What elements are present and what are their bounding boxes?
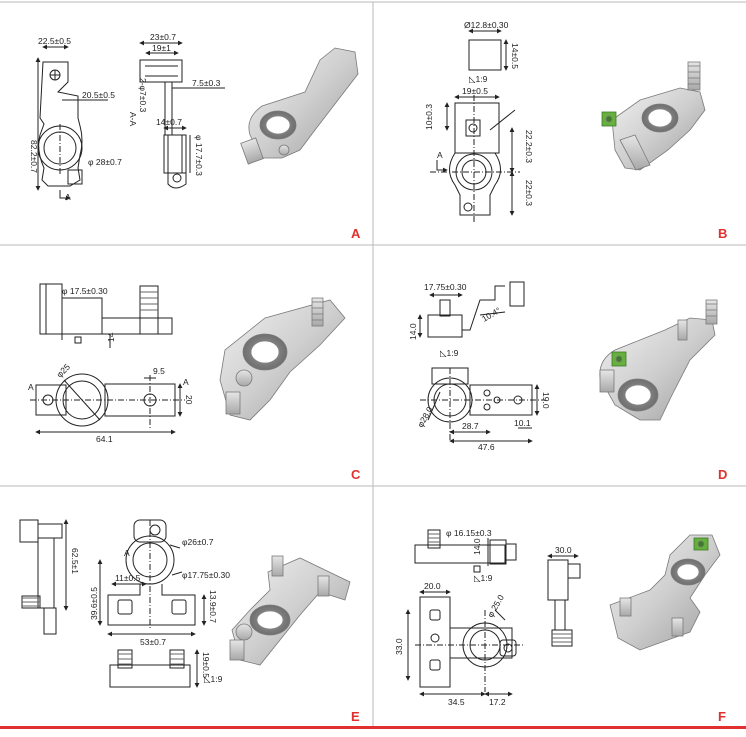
panel-e: [19, 519, 351, 688]
dim-label: 20: [184, 395, 194, 405]
panel-d-side-view: [417, 281, 525, 338]
dim-label: 19±0.5: [462, 86, 488, 96]
dim-label: 82.2±0.7: [29, 140, 39, 173]
dim-label: 20.5±0.5: [82, 90, 115, 100]
dim-label: 2-φ7±0.3: [138, 78, 148, 113]
panel-e-bottom-view: [109, 649, 200, 688]
dim-label: 14.0: [472, 538, 482, 555]
dim-label: 19±1: [152, 43, 171, 53]
dim-label: φ 28±0.7: [88, 157, 122, 167]
panel-f-side2-view: [547, 553, 581, 647]
panel-letter-d: D: [718, 467, 728, 482]
dim-label: 20.0: [424, 581, 441, 591]
dim-label: ◺1:9: [474, 573, 493, 583]
dim-label: 64.1: [96, 434, 113, 444]
dim-label: 17.2: [489, 697, 506, 707]
dim-label: 22.5±0.5: [38, 36, 71, 46]
dim-label: 14±0.5: [510, 43, 520, 69]
taper-symbol: ◺: [440, 348, 447, 358]
panel-b-front-view: [430, 94, 520, 222]
dim-label: 39.6±0.5: [89, 587, 99, 620]
dim-label: 10±0.3: [424, 104, 434, 130]
panel-e-photo: [229, 555, 351, 666]
dim-label: 9.5: [153, 366, 165, 376]
dim-label: 23±0.7: [150, 32, 176, 42]
bottom-accent-line: [0, 726, 746, 729]
panel-d-plan-view: [420, 367, 545, 444]
dim-label: 62.5±1: [70, 548, 80, 574]
dim-label: 33.0: [394, 638, 404, 655]
dim-label: A: [28, 382, 34, 392]
taper-value: 1:9: [481, 573, 493, 583]
taper-value: 1:9: [447, 348, 459, 358]
taper-symbol: ◺: [474, 573, 481, 583]
panel-c-photo: [219, 297, 346, 421]
dim-label: 30.0: [555, 545, 572, 555]
dim-label: φ28.0: [415, 405, 435, 429]
dim-label: 17.75±0.30: [424, 282, 467, 292]
dim-label: 47.6: [478, 442, 495, 452]
panel-f-photo: [609, 534, 721, 651]
dim-label: 13.9±0.7: [208, 590, 218, 623]
taper-symbol: ◺: [204, 674, 211, 684]
panel-c: [30, 283, 346, 435]
taper-value: 1:9: [476, 74, 488, 84]
panel-a-side-view: [139, 40, 225, 189]
dim-label: A: [437, 150, 443, 160]
dim-label: ◺1:9: [440, 348, 459, 358]
dim-label: 34.5: [448, 697, 465, 707]
dim-label: 28.7: [462, 421, 479, 431]
panel-letter-c: C: [351, 467, 361, 482]
dim-label: φ26±0.7: [182, 537, 214, 547]
dim-label: A: [124, 548, 130, 558]
dim-label: φ 17.7±0.3: [194, 135, 204, 176]
dim-label: 14.0: [408, 323, 418, 340]
panel-c-side-view: [39, 283, 173, 348]
dim-label: 14: [106, 332, 116, 342]
panel-e-front-view: [97, 519, 207, 637]
panel-f-plan-view: [405, 589, 525, 697]
dim-label: ◺1:9: [469, 74, 488, 84]
dim-label: 7.5±0.3: [192, 78, 221, 88]
dim-label: A: [183, 377, 189, 387]
dim-label: φ 25.0: [485, 593, 506, 619]
panel-a-photo: [240, 47, 359, 165]
panel-b-photo: [601, 61, 706, 171]
dim-label: 22.2±0.3: [524, 130, 534, 163]
dim-label: φ 17.5±0.30: [62, 286, 108, 296]
panel-a: [35, 40, 359, 201]
panel-e-side-view: [19, 519, 69, 635]
panel-letter-f: F: [718, 709, 726, 724]
dim-label: φ17.75±0.30: [182, 570, 230, 580]
dim-label: Ø12.8±0.30: [464, 20, 509, 30]
dim-label: 19.0: [541, 392, 551, 409]
dim-label: 11±0.5: [115, 573, 141, 583]
dim-label: φ 16.15±0.3: [446, 528, 492, 538]
dim-label: A-A: [128, 112, 138, 127]
dim-label: ◺1:9: [204, 674, 223, 684]
dim-label: 14±0.7: [156, 117, 182, 127]
taper-symbol: ◺: [469, 74, 476, 84]
panel-c-plan-view: [30, 373, 185, 435]
dim-label: 10.4°: [480, 305, 502, 324]
panel-b-top-view: [468, 28, 509, 71]
dim-label: 19±0.5: [201, 652, 211, 678]
panel-d-photo: [599, 299, 718, 421]
panel-f: [405, 529, 721, 697]
dim-label: 53±0.7: [140, 637, 166, 647]
taper-value: 1:9: [211, 674, 223, 684]
panel-letter-a: A: [351, 226, 361, 241]
panel-a-front-view: [35, 44, 108, 201]
panel-b: [430, 28, 706, 222]
dim-label: 22±0.3: [524, 180, 534, 206]
panel-letter-b: B: [718, 226, 728, 241]
panel-f-side-view: [414, 529, 517, 573]
panel-letter-e: E: [351, 709, 360, 724]
panel-d: [417, 281, 718, 444]
dim-label: A: [65, 192, 71, 202]
dim-label: 10.1: [514, 418, 531, 428]
